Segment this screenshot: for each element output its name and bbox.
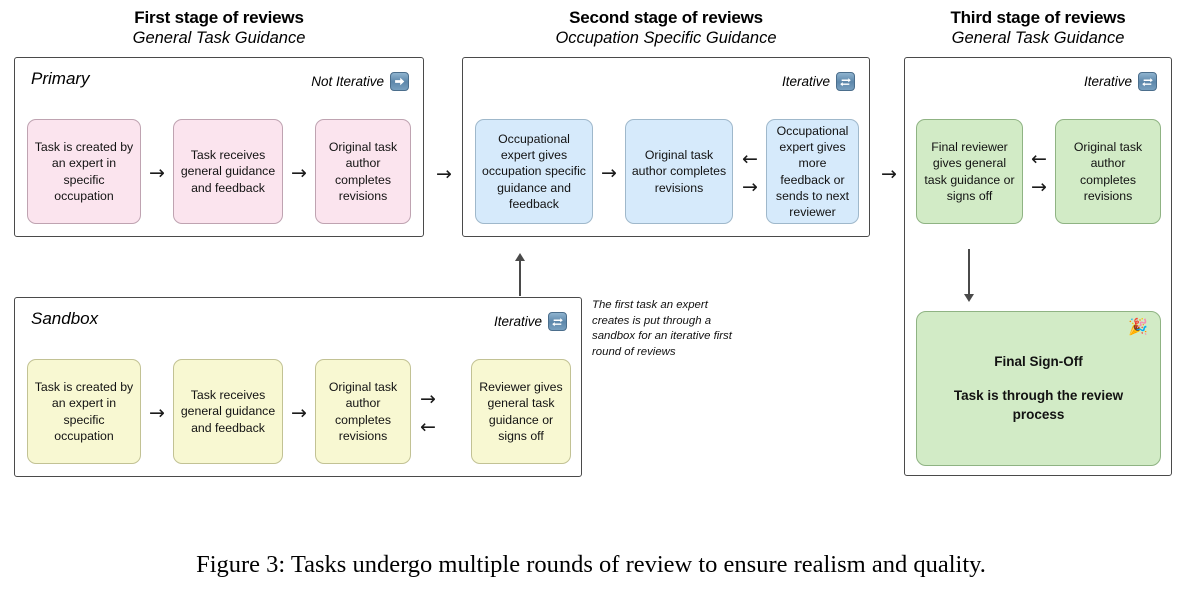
third-stage-title: Third stage of reviews (950, 8, 1126, 27)
repeat-icon (1138, 72, 1157, 91)
third-stage-node-1[interactable]: Final reviewer gives general task guidan… (916, 119, 1023, 224)
up-arrow-icon (515, 253, 525, 261)
sandbox-group-container: Sandbox Iterative Task is created by an … (14, 297, 582, 477)
sandbox-connector-3-left: ← (420, 416, 436, 438)
primary-group-container: Primary Not Iterative Task is created by… (14, 57, 424, 237)
sandbox-to-stage2-line (519, 260, 521, 296)
third-stage-node-2[interactable]: Original task author completes revisions (1055, 119, 1161, 224)
second-stage-iterative-badge: Iterative (782, 72, 855, 91)
sandbox-connector-2: → (291, 402, 307, 424)
second-stage-connector-2-right: → (742, 176, 758, 198)
second-stage-group-container: Iterative Occupational expert gives occu… (462, 57, 870, 237)
sandbox-node-1[interactable]: Task is created by an expert in specific… (27, 359, 141, 464)
second-stage-badge-label: Iterative (781, 74, 830, 89)
sandbox-badge-label: Iterative (493, 314, 542, 329)
primary-connector-2: → (291, 162, 307, 184)
second-stage-node-3[interactable]: Occupational expert gives more feedback … (766, 119, 859, 224)
first-stage-heading: First stage of reviews General Task Guid… (14, 7, 424, 49)
final-signoff-title: Final Sign-Off (994, 354, 1083, 370)
primary-not-iterative-badge: Not Iterative (311, 72, 409, 91)
primary-connector-1: → (149, 162, 165, 184)
primary-node-1[interactable]: Task is created by an expert in specific… (27, 119, 141, 224)
stage2-to-stage3-arrow: → (881, 163, 897, 185)
sandbox-connector-3-right: → (420, 388, 436, 410)
second-stage-node-2[interactable]: Original task author completes revisions (625, 119, 733, 224)
second-stage-title: Second stage of reviews (569, 8, 763, 27)
third-stage-to-final-line (968, 249, 970, 295)
sandbox-connector-1: → (149, 402, 165, 424)
third-stage-iterative-badge: Iterative (1084, 72, 1157, 91)
third-stage-group-container: Iterative Final reviewer gives general t… (904, 57, 1172, 476)
sandbox-node-4[interactable]: Reviewer gives general task guidance or … (471, 359, 571, 464)
second-stage-connector-1: → (601, 162, 617, 184)
first-stage-title: First stage of reviews (134, 8, 304, 27)
primary-badge-label: Not Iterative (311, 74, 384, 89)
right-arrow-icon (390, 72, 409, 91)
figure-caption: Figure 3: Tasks undergo multiple rounds … (196, 551, 986, 578)
sandbox-node-2[interactable]: Task receives general guidance and feedb… (173, 359, 283, 464)
second-stage-node-1[interactable]: Occupational expert gives occupation spe… (475, 119, 593, 224)
third-stage-connector-left: ← (1031, 148, 1047, 170)
third-stage-badge-label: Iterative (1083, 74, 1132, 89)
primary-node-3[interactable]: Original task author completes revisions (315, 119, 411, 224)
third-stage-heading: Third stage of reviews General Task Guid… (904, 7, 1172, 49)
sandbox-group-label: Sandbox (31, 309, 99, 328)
final-signoff-box[interactable]: 🎉 Final Sign-Off Task is through the rev… (916, 311, 1161, 466)
primary-group-label: Primary (31, 69, 90, 88)
down-arrow-icon (964, 294, 974, 302)
primary-node-2[interactable]: Task receives general guidance and feedb… (173, 119, 283, 224)
stage1-to-stage2-arrow: → (436, 163, 452, 185)
sandbox-iterative-badge: Iterative (494, 312, 567, 331)
party-popper-icon: 🎉 (1128, 319, 1148, 336)
first-stage-subtitle: General Task Guidance (132, 29, 306, 48)
sandbox-node-3[interactable]: Original task author completes revisions (315, 359, 411, 464)
repeat-icon (548, 312, 567, 331)
third-stage-connector-right: → (1031, 176, 1047, 198)
sandbox-side-note: The first task an expert creates is put … (592, 299, 732, 359)
second-stage-connector-2-left: ← (742, 148, 758, 170)
final-signoff-body: Task is through the review process (953, 388, 1124, 422)
second-stage-subtitle: Occupation Specific Guidance (555, 29, 777, 48)
third-stage-subtitle: General Task Guidance (951, 29, 1125, 48)
repeat-icon (836, 72, 855, 91)
second-stage-heading: Second stage of reviews Occupation Speci… (462, 7, 870, 49)
